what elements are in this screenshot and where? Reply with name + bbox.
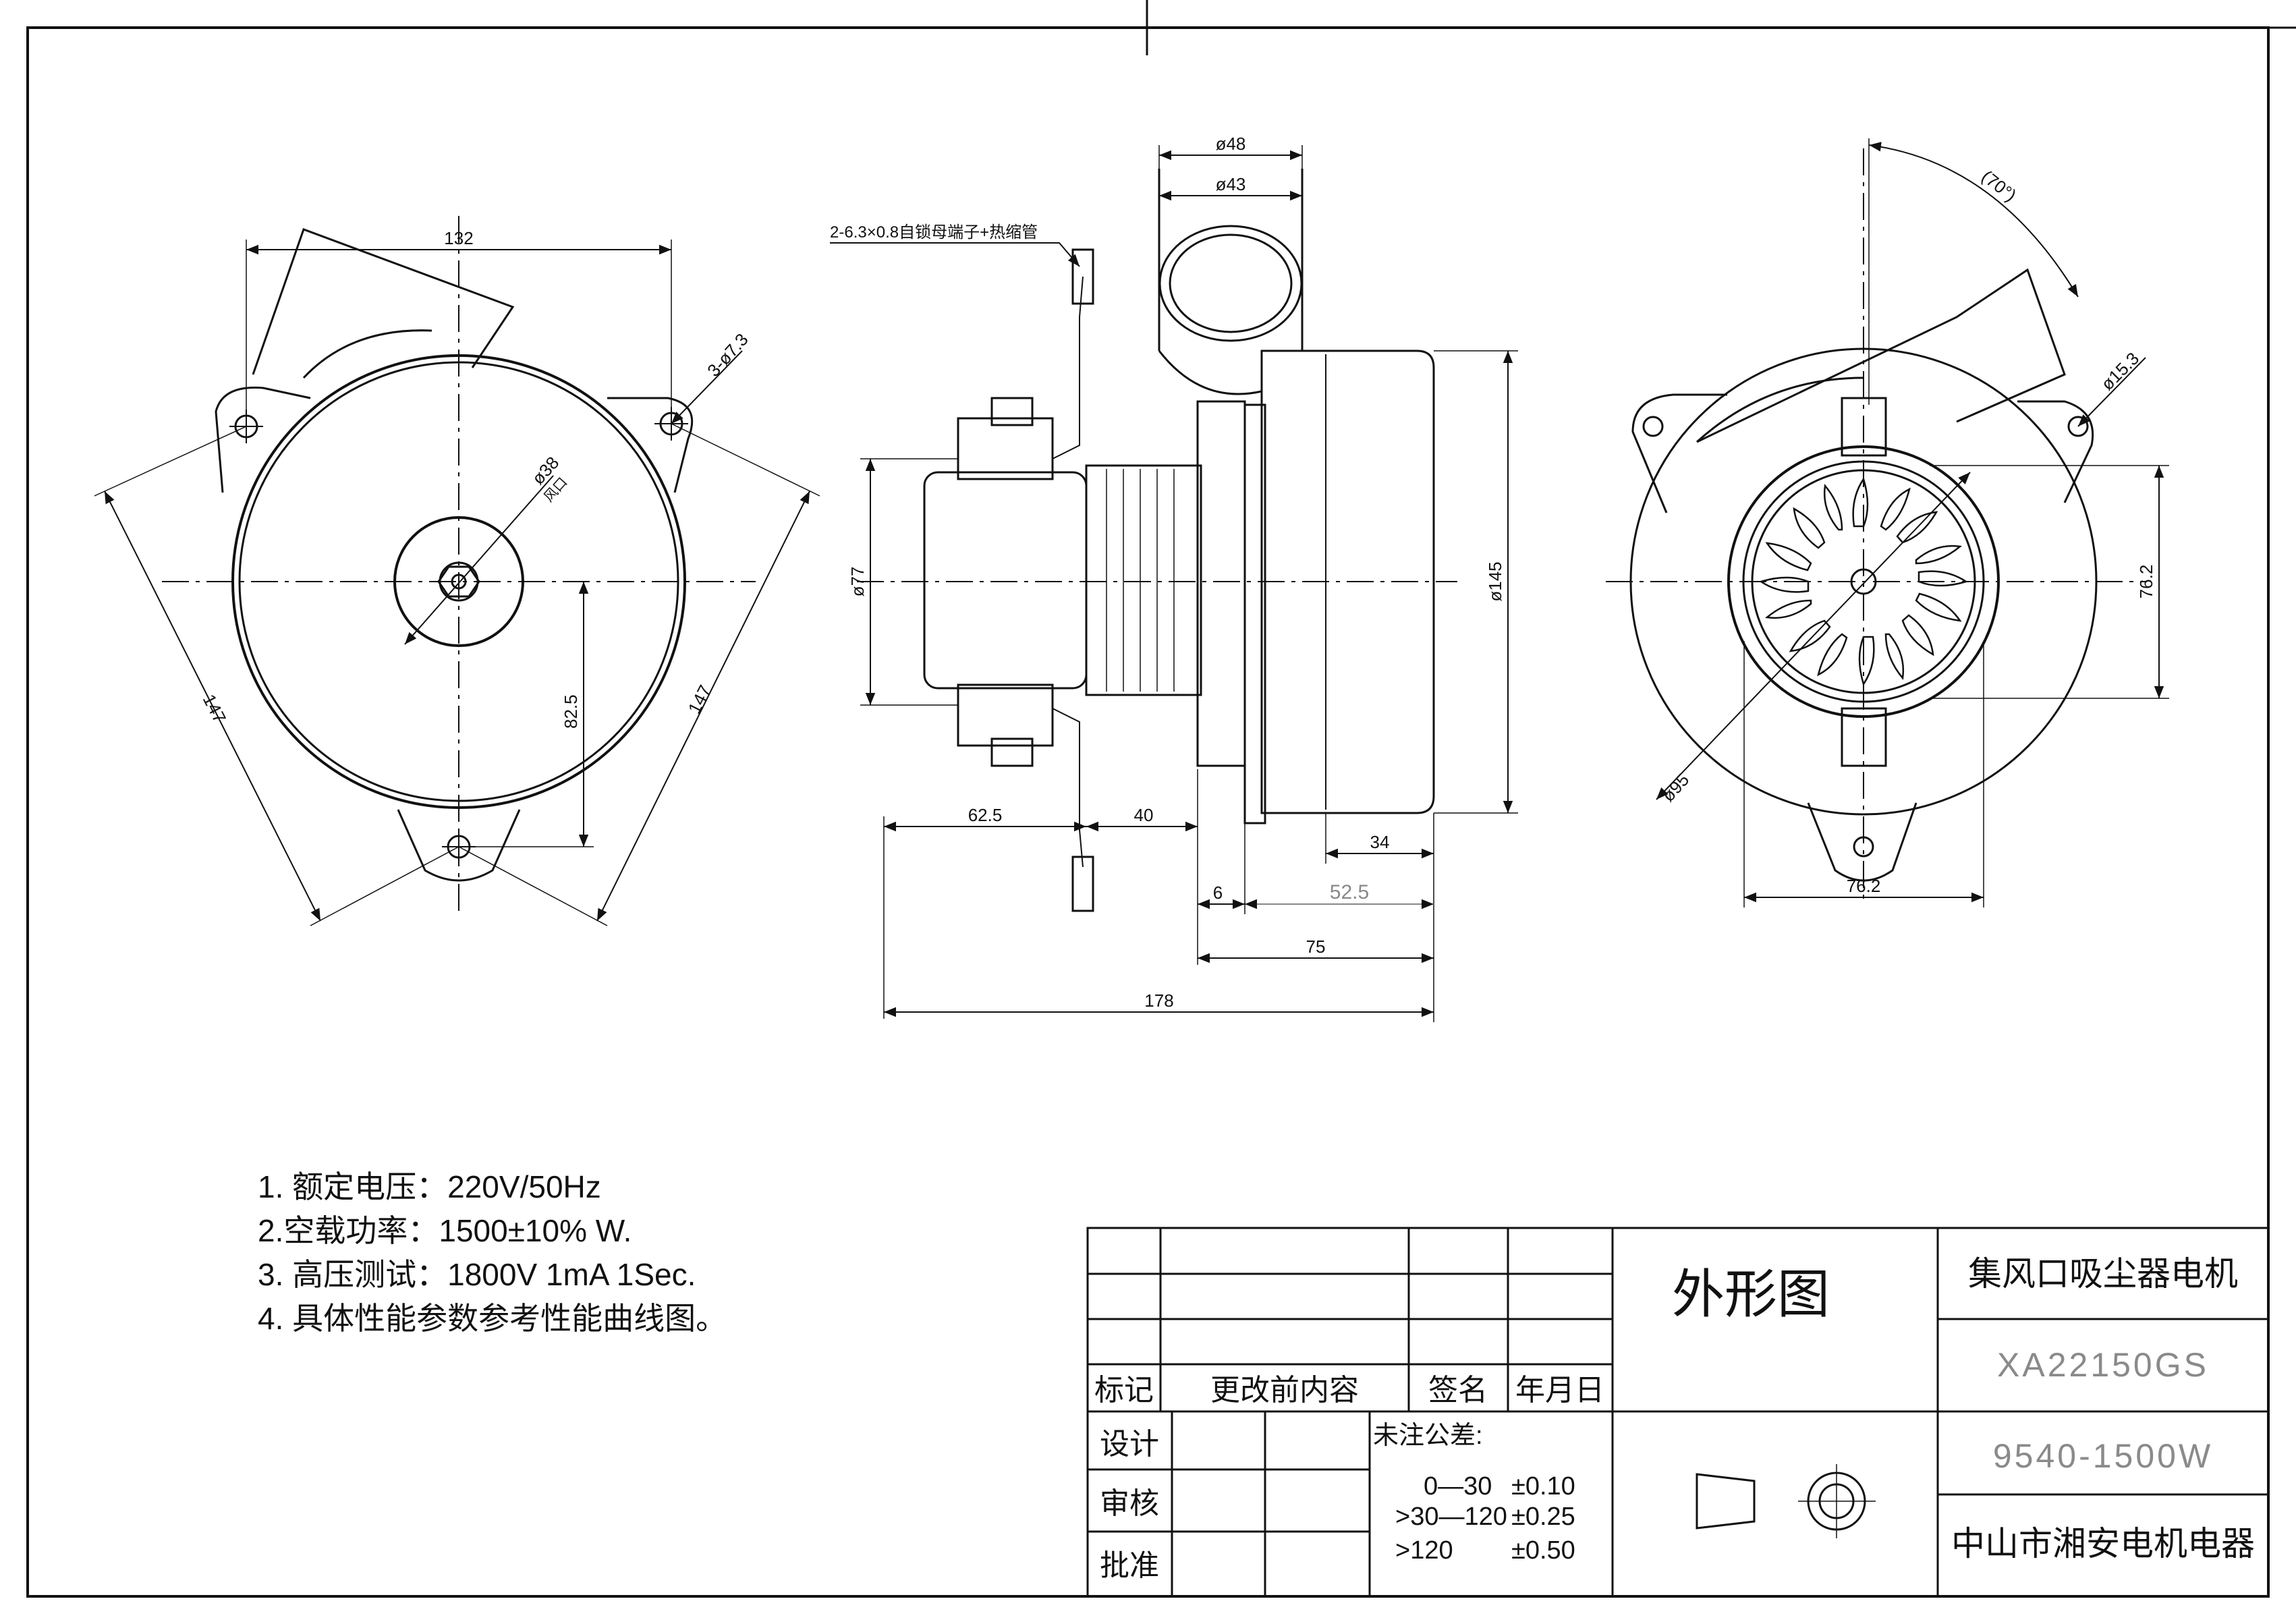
front-dim-holes: 3-ø7.3 [703,329,752,381]
side-dim-75: 75 [1306,936,1326,957]
rear-view [1606,138,2169,907]
rear-angle-arc [1868,142,2079,298]
front-flange-left [215,386,311,493]
side-dim-52-5: 52.5 [1330,881,1369,903]
side-armature [1085,464,1202,696]
side-outlet-ring [1158,225,1303,342]
rear-outlet-duct [1696,268,2066,443]
front-dim-147-right: 147 [684,681,715,717]
front-view [94,216,820,926]
side-fan-housing [1260,349,1435,814]
side-dim-77: ø77 [847,567,868,597]
side-dim-43: ø43 [1216,174,1246,194]
rear-hole-left [1642,416,1664,437]
tb-role-approve: 批准 [1100,1549,1159,1582]
side-terminal-top [1071,248,1094,305]
tb-tol-range-2: >30—120 [1395,1503,1507,1531]
side-commutator-end [923,471,1088,690]
side-dim-178: 178 [1144,990,1173,1011]
tb-drawing-name: 外形图 [1672,1264,1830,1324]
side-outlet-tube [1158,169,1304,395]
front-inlet-ring [393,516,524,647]
tb-tol-value-1: ±0.10 [1511,1472,1575,1501]
projection-trapezoid [1696,1473,1756,1530]
rear-dim-95: ø95 [1658,770,1693,806]
side-dim-145: ø145 [1485,561,1505,601]
tb-signature-header: 签名 [1428,1374,1488,1407]
rear-dim-15-3: ø15.3 [2097,348,2143,394]
side-dim-6: 6 [1213,883,1223,903]
tb-role-review: 审核 [1100,1487,1159,1520]
rear-dim-76-2-v: 76.2 [2136,565,2156,599]
rear-brush-top [1841,397,1887,457]
side-dim-40: 40 [1134,805,1154,825]
side-flange [1196,400,1246,767]
side-dim-62-5: 62.5 [968,805,1003,825]
front-dim-147-left: 147 [199,691,230,726]
tb-date-header: 年月日 [1515,1374,1604,1407]
front-flange-bottom [397,809,521,882]
front-flange-right [607,397,694,493]
front-outlet-duct [252,228,515,375]
side-dim-48: ø48 [1216,134,1246,154]
tb-mark-header: 标记 [1094,1374,1154,1407]
front-dim-82-5: 82.5 [561,694,581,729]
note-4: 4. 具体性能参数参考性能曲线图。 [258,1301,727,1336]
tb-company: 中山市湘安电机电器 [1951,1525,2255,1563]
front-inlet-inner [439,561,479,602]
front-shaft [451,573,467,590]
tb-model: XA22150GS [1997,1346,2209,1384]
side-terminal-note: 2-6.3×0.8自锁母端子+热缩管 [830,223,1038,242]
side-brush-bottom [957,683,1054,747]
side-terminal-bottom [1071,856,1094,912]
tb-tol-value-2: ±0.25 [1511,1503,1575,1531]
side-terminal-leader [830,242,1080,267]
rear-flange-left [1631,393,1727,513]
rear-hole-bottom [1853,836,1874,858]
tb-tol-value-3: ±0.50 [1511,1536,1575,1565]
side-wire-top [1052,276,1084,459]
tb-tol-range-1: 0—30 [1424,1472,1492,1501]
tb-tolerance-title: 未注公差: [1373,1422,1483,1450]
tb-spec: 9540-1500W [1993,1437,2213,1475]
rear-dim-angle: (70°) [1978,166,2020,206]
note-2: 2.空载功率：1500±10% W. [258,1213,632,1248]
tb-role-design: 设计 [1100,1428,1159,1461]
note-1: 1. 额定电压：220V/50Hz [258,1169,601,1204]
note-3: 3. 高压测试：1800V 1mA 1Sec. [258,1257,696,1292]
title-block [1086,1227,2270,1598]
front-dim-132: 132 [444,228,473,248]
tb-content-header: 更改前内容 [1210,1374,1359,1407]
front-shaft-nut [437,565,480,598]
side-wire-bottom [1052,708,1084,868]
side-brush-top [957,417,1054,480]
rear-flange-bottom [1807,802,1917,882]
tb-product-name: 集风口吸尘器电机 [1968,1255,2238,1293]
rear-dim-76-2-h: 76.2 [1847,876,1881,896]
front-outlet-inner [302,329,432,379]
side-dim-34: 34 [1370,832,1390,852]
tb-tol-range-3: >120 [1395,1536,1453,1565]
side-view [830,145,1518,1022]
rear-housing [1629,347,2098,816]
